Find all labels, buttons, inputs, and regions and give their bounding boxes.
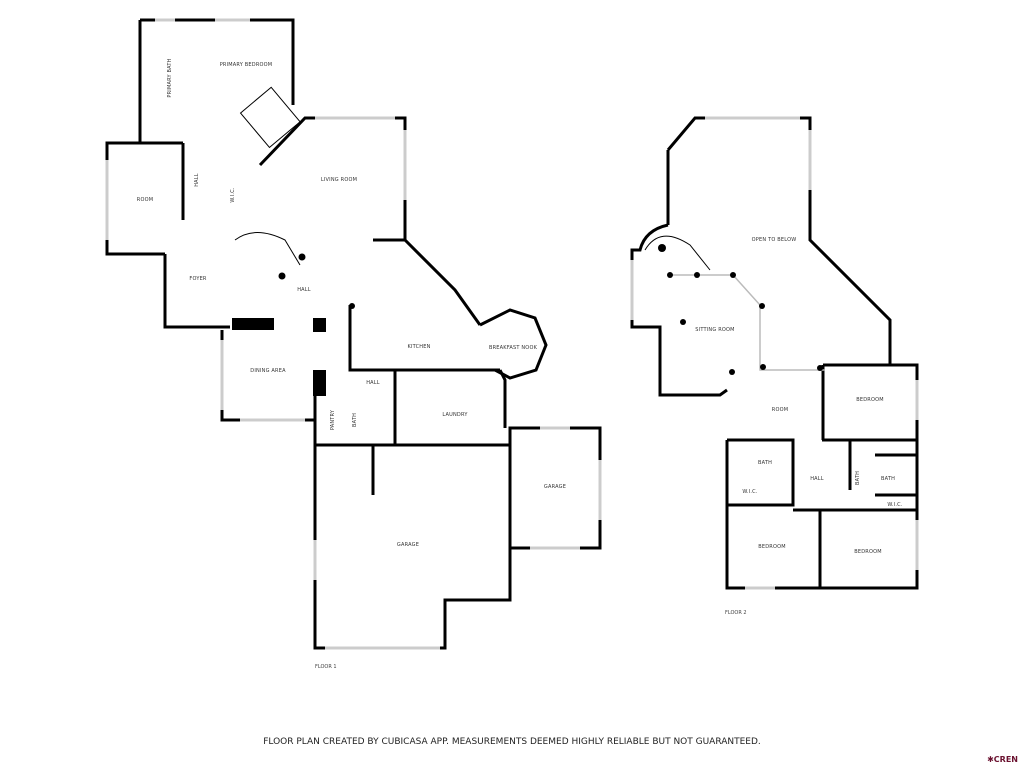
room-label-wic: W.I.C. bbox=[230, 187, 236, 203]
room-label-bath-right: BATH bbox=[880, 476, 896, 482]
room-label-wic-left: W.I.C. bbox=[742, 489, 758, 495]
room-label-bedroom-se: BEDROOM bbox=[854, 549, 882, 555]
room-label-primary-bedroom: PRIMARY BEDROOM bbox=[219, 62, 273, 68]
cren-logo: ✱CREN bbox=[987, 755, 1018, 764]
room-label-room: ROOM bbox=[136, 197, 154, 203]
floor-2-label: FLOOR 2 bbox=[725, 610, 747, 616]
logo-mark-icon: ✱ bbox=[987, 755, 994, 764]
room-label-bath-mid: BATH bbox=[855, 470, 861, 486]
room-label-hall-upper: HALL bbox=[194, 173, 200, 187]
room-label-bedroom-sw: BEDROOM bbox=[758, 544, 786, 550]
room-label-garage-side: GARAGE bbox=[543, 484, 567, 490]
room-label-sitting-room: SITTING ROOM bbox=[695, 327, 735, 333]
room-label-laundry: LAUNDRY bbox=[442, 412, 468, 418]
room-label-kitchen: KITCHEN bbox=[407, 344, 431, 350]
room-label-garage-main: GARAGE bbox=[396, 542, 420, 548]
room-label-pantry: PANTRY bbox=[330, 409, 336, 431]
disclaimer-text: FLOOR PLAN CREATED BY CUBICASA APP. MEAS… bbox=[263, 737, 761, 747]
room-label-bath-left: BATH bbox=[757, 460, 773, 466]
room-label-living-room: LIVING ROOM bbox=[320, 177, 358, 183]
room-label-bath: BATH bbox=[352, 412, 358, 428]
room-label-breakfast-nook: BREAKFAST NOOK bbox=[488, 345, 538, 351]
room-label-foyer: FOYER bbox=[189, 276, 207, 282]
floor-1-label: FLOOR 1 bbox=[315, 664, 337, 670]
room-label-hall-lower: HALL bbox=[366, 380, 380, 386]
room-label-dining-area: DINING AREA bbox=[250, 368, 286, 374]
room-label-bedroom-ne: BEDROOM bbox=[856, 397, 884, 403]
room-label-hall-main: HALL bbox=[297, 287, 311, 293]
room-label-primary-bath: PRIMARY BATH bbox=[167, 58, 173, 98]
room-label-wic-right: W.I.C. bbox=[887, 502, 903, 508]
logo-text: CREN bbox=[993, 755, 1018, 764]
room-label-room-floor2: ROOM bbox=[771, 407, 789, 413]
room-label-open-to-below: OPEN TO BELOW bbox=[751, 237, 797, 243]
room-label-hall-floor2: HALL bbox=[810, 476, 824, 482]
